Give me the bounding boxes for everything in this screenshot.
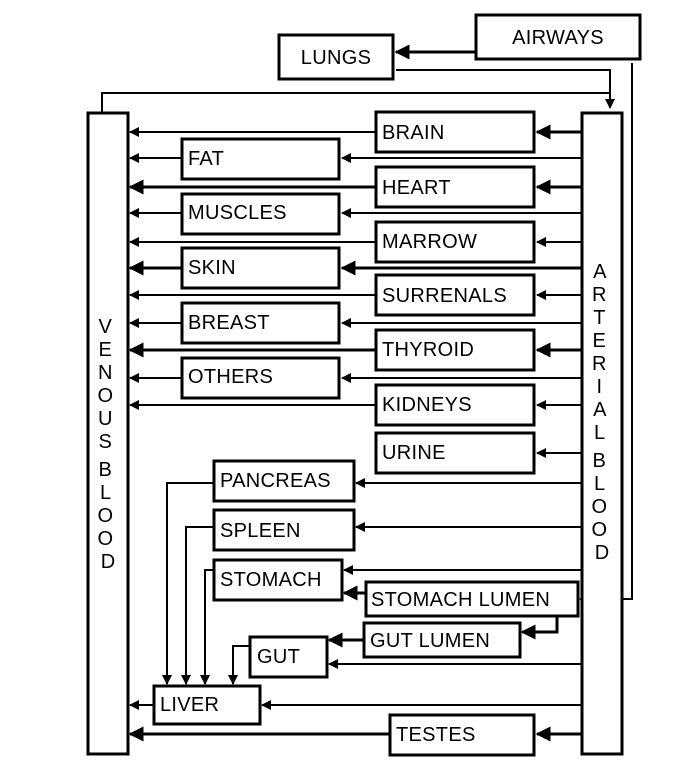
node-lungs: LUNGS: [277, 33, 395, 81]
edge-stomach-lumen-gut-lumen: [520, 615, 559, 640]
node-thyroid-label: THYROID: [382, 339, 474, 361]
node-pancreas: PANCREAS: [212, 459, 356, 503]
node-liver-label: LIVER: [160, 694, 219, 716]
node-gut-label: GUT: [257, 646, 300, 668]
node-thyroid: THYROID: [374, 328, 536, 372]
node-brain-label: BRAIN: [382, 122, 445, 144]
node-skin: SKIN: [180, 246, 341, 290]
node-testes: TESTES: [388, 713, 536, 757]
connectors: [101, 44, 633, 742]
node-testes-label: TESTES: [396, 724, 476, 746]
node-venous-blood: V E N O U S B L O O D: [86, 111, 130, 756]
node-breast: BREAST: [180, 301, 341, 345]
node-breast-label: BREAST: [188, 312, 270, 334]
node-gut-lumen-label: GUT LUMEN: [370, 630, 490, 652]
node-spleen-label: SPLEEN: [220, 520, 301, 542]
node-fat-label: FAT: [188, 148, 224, 170]
node-airways-label: AIRWAYS: [512, 27, 604, 49]
node-stomach-label: STOMACH: [220, 569, 322, 591]
node-skin-label: SKIN: [188, 257, 236, 279]
node-others: OTHERS: [180, 356, 341, 400]
edge-spleen-liver: [181, 526, 214, 685]
node-stomach: STOMACH: [212, 558, 344, 602]
node-arterial-blood-label: A R T E R I A L B L O O D: [591, 261, 612, 564]
edge-stomach-liver: [200, 569, 214, 685]
node-heart: HEART: [374, 165, 536, 209]
node-liver: LIVER: [152, 684, 262, 726]
node-marrow-label: MARROW: [382, 231, 477, 253]
node-kidneys: KIDNEYS: [374, 383, 536, 427]
node-airways: AIRWAYS: [474, 13, 642, 61]
node-arterial-blood: A R T E R I A L B L O O D: [580, 111, 624, 756]
node-muscles: MUSCLES: [180, 192, 341, 236]
node-stomach-lumen: STOMACH LUMEN: [364, 580, 580, 618]
node-urine: URINE: [374, 431, 536, 475]
node-venous-blood-label: V E N O U S B L O O D: [97, 316, 118, 573]
node-surrenals: SURRENALS: [374, 273, 536, 317]
node-brain: BRAIN: [374, 110, 536, 154]
node-kidneys-label: KIDNEYS: [382, 394, 472, 416]
edge-gut-liver: [228, 645, 250, 685]
node-spleen: SPLEEN: [212, 508, 356, 552]
edge-venous-lungs: [101, 92, 610, 112]
node-fat: FAT: [180, 137, 341, 181]
edge-pancreas-liver: [162, 482, 214, 685]
node-others-label: OTHERS: [188, 366, 273, 388]
node-stomach-lumen-label: STOMACH LUMEN: [371, 589, 550, 611]
node-urine-label: URINE: [382, 442, 446, 464]
node-muscles-label: MUSCLES: [188, 202, 287, 224]
node-marrow: MARROW: [374, 220, 536, 264]
node-gut: GUT: [248, 635, 329, 679]
node-heart-label: HEART: [382, 177, 451, 199]
edge-lungs-arterial: [396, 69, 615, 109]
node-lungs-label: LUNGS: [301, 47, 371, 69]
node-pancreas-label: PANCREAS: [220, 470, 331, 492]
node-surrenals-label: SURRENALS: [382, 285, 507, 307]
node-gut-lumen: GUT LUMEN: [362, 621, 522, 659]
